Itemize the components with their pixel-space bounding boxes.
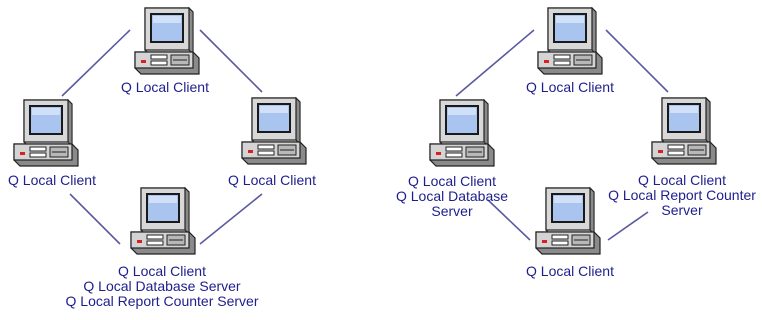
node-label: Q Local Client (228, 173, 316, 188)
node-label: Q Local Client (8, 173, 96, 188)
link-line (69, 193, 121, 245)
node-label-line: Q Local Client (408, 173, 496, 189)
node-label-line: Q Local Client (638, 172, 726, 188)
network-links (61, 29, 263, 245)
desktop-computer-icon (130, 187, 196, 255)
link-line (61, 29, 131, 97)
node-label-line: Q Local Client (526, 263, 614, 279)
link-line (607, 211, 649, 241)
node-label-line: Q Local Report Counter Server (65, 293, 259, 309)
node-label: Q Local Client (526, 264, 614, 279)
node-label-line: Q Local Client (228, 172, 316, 188)
network-links (455, 29, 669, 241)
node-label: Q Local Client (121, 80, 209, 95)
link-line (455, 29, 535, 97)
node-label-line: Q Local Database Server (83, 278, 241, 294)
node-label-line: Q Local Database (395, 188, 509, 204)
desktop-computer-icon (651, 97, 717, 165)
node-label-line: Q Local Client (121, 79, 209, 95)
node-label: Q Local Client Q Local Database Server (396, 174, 508, 219)
desktop-computer-icon (13, 99, 79, 167)
desktop-computer-icon (134, 7, 200, 75)
node-label-line: Server (661, 202, 703, 218)
desktop-computer-icon (535, 187, 601, 255)
desktop-computer-icon (537, 7, 603, 75)
link-line (199, 193, 263, 245)
desktop-computer-icon (429, 99, 495, 167)
link-line (487, 199, 531, 241)
node-label-line: Server (431, 203, 473, 219)
network-diagram-right: Q Local Client Q Local Client Q Local Da… (380, 0, 762, 320)
node-label-line: Q Local Client (118, 263, 206, 279)
network-diagram-left: Q Local Client Q Local Client Q Local Cl… (0, 0, 340, 320)
link-line (199, 29, 263, 93)
link-line (605, 29, 669, 93)
node-label: Q Local Client (526, 80, 614, 95)
node-label: Q Local Client Q Local Report Counter Se… (608, 173, 756, 218)
node-label-line: Q Local Report Counter (608, 187, 756, 203)
desktop-computer-icon (241, 97, 307, 165)
node-label: Q Local Client Q Local Database Server Q… (66, 264, 259, 309)
node-label-line: Q Local Client (8, 172, 96, 188)
node-label-line: Q Local Client (526, 79, 614, 95)
